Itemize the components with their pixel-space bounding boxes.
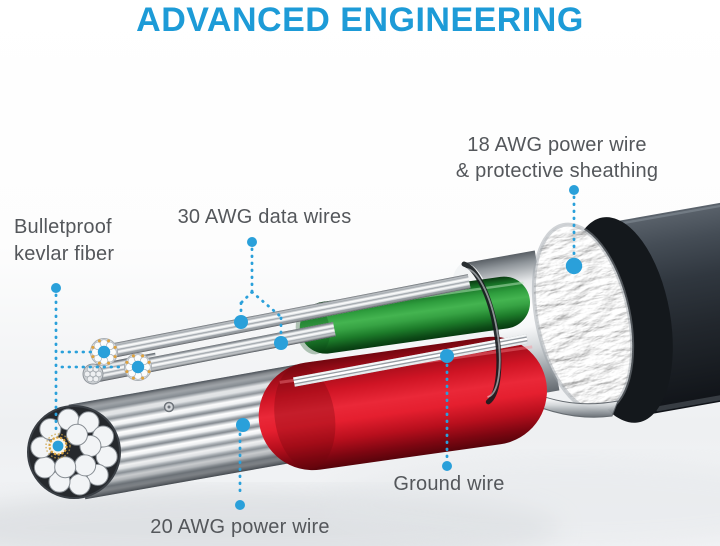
label-data-wires: 30 AWG data wires xyxy=(172,204,357,230)
dot-sheathing-label xyxy=(569,185,579,195)
ground-wire xyxy=(293,334,528,387)
red-wire xyxy=(258,336,547,471)
leader-data-wires xyxy=(239,247,283,338)
label-sheathing: 18 AWG power wire & protective sheathing xyxy=(447,132,667,184)
dot-power20-target xyxy=(236,418,250,432)
dot-ground-target xyxy=(440,349,454,363)
leader-lines xyxy=(54,195,576,499)
leader-dots xyxy=(51,185,583,510)
dot-ground-label xyxy=(442,461,452,471)
dot-sheathing-target xyxy=(565,257,583,275)
label-data-wires-text: 30 AWG data wires xyxy=(177,206,352,228)
power-wire-cross-section xyxy=(27,405,121,499)
label-kevlar-line2: kevlar fiber xyxy=(14,243,115,265)
dot-xsec2-center xyxy=(131,360,145,374)
dot-datawire2-target xyxy=(274,336,288,350)
floor-shadow-right xyxy=(320,459,720,546)
label-ground-wire-text: Ground wire xyxy=(393,473,505,495)
label-kevlar-line1: Bulletproof xyxy=(14,216,112,238)
dot-datawires-label xyxy=(247,237,257,247)
protective-sheathing xyxy=(531,222,635,414)
label-sheathing-line2: & protective sheathing xyxy=(455,160,659,182)
label-power-20awg-text: 20 AWG power wire xyxy=(150,516,330,538)
data-wire-1 xyxy=(90,274,471,366)
dot-xsec1-center xyxy=(97,345,111,359)
dot-kevlar-core xyxy=(52,440,64,452)
data-wire-2 xyxy=(124,321,336,381)
bundle-detail-dot xyxy=(167,405,171,409)
dot-power20-label xyxy=(235,500,245,510)
dot-datawire1-target xyxy=(234,315,248,329)
label-ground-wire: Ground wire xyxy=(369,471,529,497)
leader-kevlar xyxy=(54,293,125,434)
label-power-20awg: 20 AWG power wire xyxy=(132,514,348,540)
label-sheathing-line1: 18 AWG power wire xyxy=(467,134,647,156)
label-kevlar: Bulletproof kevlar fiber xyxy=(14,214,114,268)
page-title: ADVANCED ENGINEERING xyxy=(136,1,584,39)
tube-rim xyxy=(461,261,502,405)
dot-kevlar-label xyxy=(51,283,61,293)
